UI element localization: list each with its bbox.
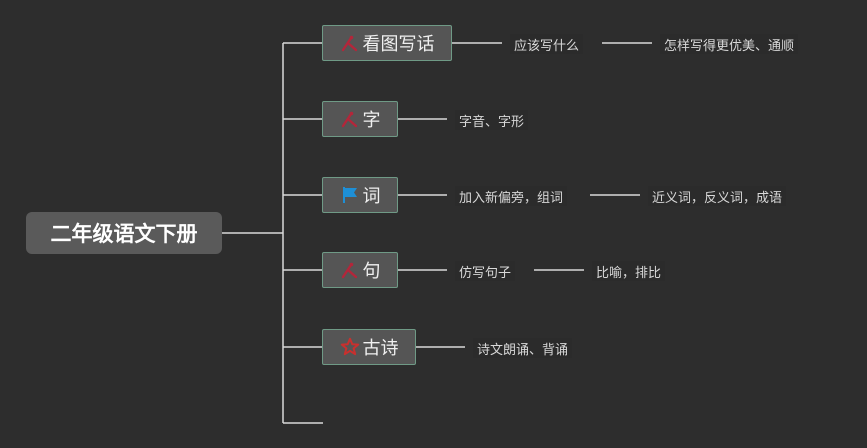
flag-icon (342, 187, 357, 203)
leaf-zi-yin-zi-xing[interactable]: 字音、字形 (455, 110, 529, 130)
branch-label: 古诗 (362, 338, 399, 359)
leaf-recite-poems[interactable]: 诗文朗诵、背诵 (473, 338, 573, 358)
pen-ruler-icon (341, 262, 357, 279)
branch-label: 看图写话 (362, 34, 435, 55)
leaf-imitate-sentence[interactable]: 仿写句子 (455, 261, 516, 281)
leaf-how-to-write-better[interactable]: 怎样写得更优美、通顺 (660, 34, 799, 54)
leaf-what-to-write[interactable]: 应该写什么 (510, 34, 584, 54)
pen-ruler-icon (341, 111, 357, 128)
branch-gushi[interactable]: 古诗 (322, 329, 416, 365)
root-topic[interactable]: 二年级语文下册 (26, 212, 222, 254)
branch-ju[interactable]: 句 (322, 252, 398, 288)
leaf-add-radical[interactable]: 加入新偏旁，组词 (455, 186, 568, 206)
branch-label: 词 (362, 186, 381, 207)
leaf-metaphor-parallelism[interactable]: 比喻，排比 (592, 261, 666, 281)
branch-zi[interactable]: 字 (322, 101, 398, 137)
pen-ruler-icon (341, 35, 357, 52)
leaf-synonyms-antonyms[interactable]: 近义词，反义词，成语 (648, 186, 787, 206)
branch-ci[interactable]: 词 (322, 177, 398, 213)
branch-kantu-xiehua[interactable]: 看图写话 (322, 25, 452, 61)
branch-label: 字 (362, 110, 381, 131)
star-icon (340, 337, 359, 356)
branch-label: 句 (362, 261, 381, 282)
root-topic-label: 二年级语文下册 (50, 222, 198, 246)
